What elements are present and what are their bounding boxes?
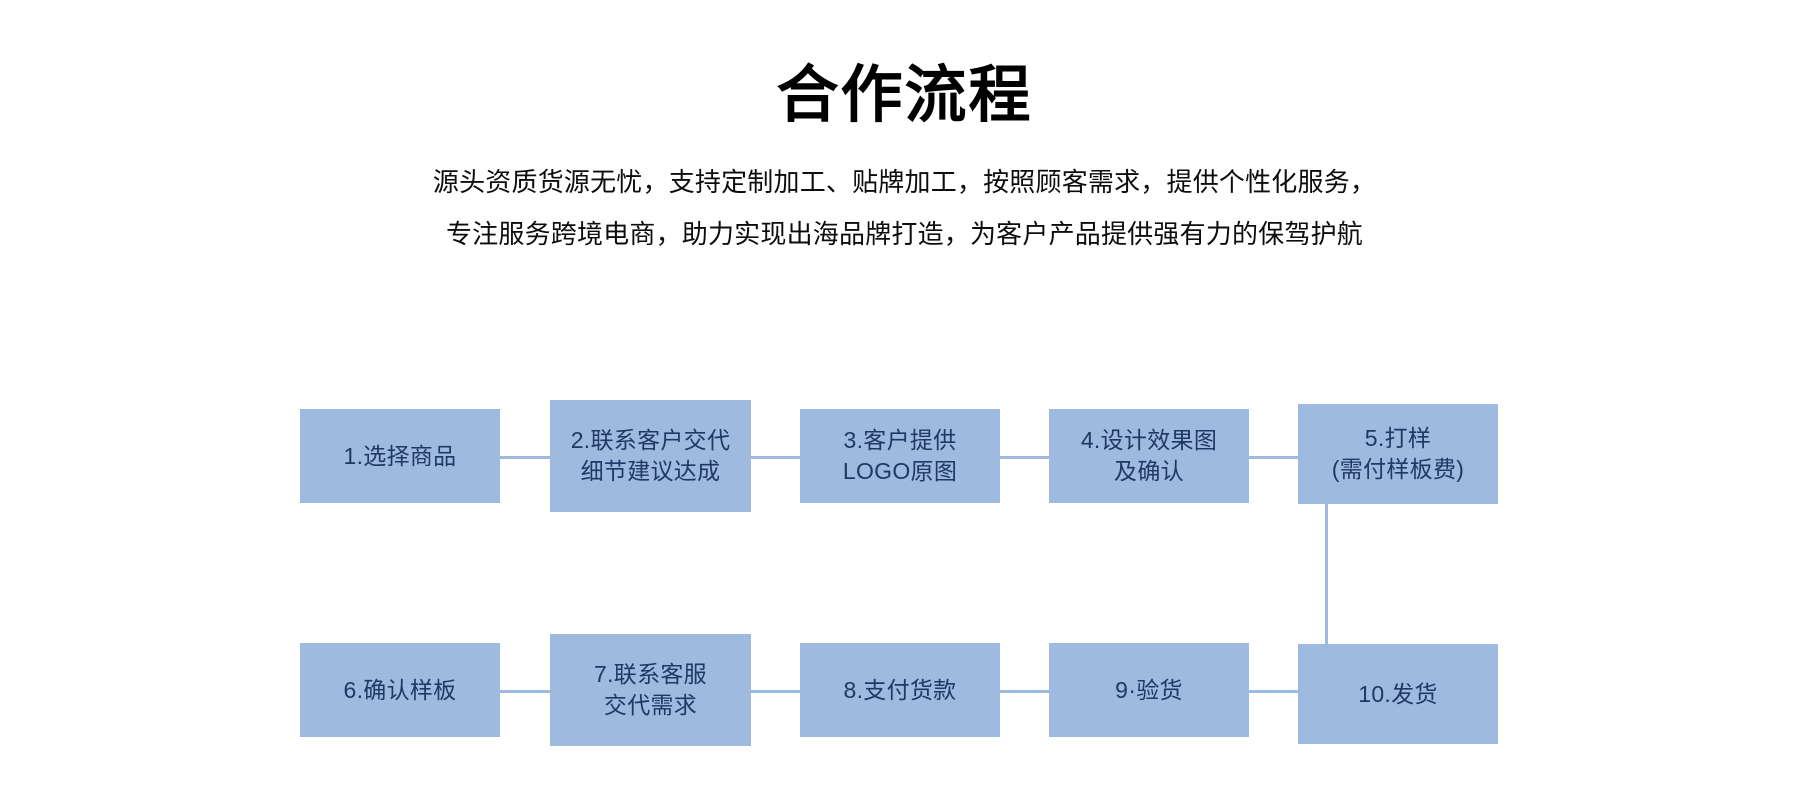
flow-node-step-2[interactable]: 2.联系客户交代 细节建议达成 (550, 400, 751, 512)
flow-node-line-1: 5.打样 (1364, 425, 1432, 451)
flow-node-step-3[interactable]: 3.客户提供 LOGO原图 (800, 409, 1000, 503)
subtitle-line-1: 源头资质货源无忧，支持定制加工、贴牌加工，按照顾客需求，提供个性化服务， (432, 167, 1377, 197)
flow-node-label: 10.发货 (1358, 680, 1438, 707)
flow-node-label: 2.联系客户交代 细节建议达成 (565, 425, 737, 487)
flow-node-step-8[interactable]: 8.支付货款 (800, 643, 1000, 737)
connector-7-8 (750, 690, 801, 693)
connector-9-10 (1248, 690, 1299, 693)
flow-node-line-1: 2.联系客户交代 (570, 427, 731, 453)
connector-6-7 (500, 690, 551, 693)
flow-node-line-2: 交代需求 (603, 692, 698, 718)
subtitle-line-2: 专注服务跨境电商，助力实现出海品牌打造，为客户产品提供强有力的保驾护航 (445, 219, 1363, 249)
connector-3-4 (999, 456, 1050, 459)
connector-1-2 (500, 456, 551, 459)
flow-node-step-5[interactable]: 5.打样 (需付样板费) (1298, 404, 1498, 504)
page-title: 合作流程 (776, 61, 1033, 130)
flow-node-label: 6.确认样板 (343, 676, 457, 703)
flow-node-step-4[interactable]: 4.设计效果图 及确认 (1049, 409, 1249, 503)
flow-node-step-6[interactable]: 6.确认样板 (300, 643, 500, 737)
flow-node-step-9[interactable]: 9·验货 (1049, 643, 1249, 737)
flow-node-label: 8.支付货款 (843, 676, 957, 703)
connector-8-9 (999, 690, 1050, 693)
flow-node-step-1[interactable]: 1.选择商品 (300, 409, 500, 503)
flow-node-label: 4.设计效果图 及确认 (1075, 425, 1223, 487)
connector-2-3 (750, 456, 801, 459)
flow-node-label: 7.联系客服 交代需求 (588, 659, 713, 721)
flow-node-label: 1.选择商品 (343, 442, 457, 469)
flow-node-line-1: 7.联系客服 (594, 661, 707, 687)
flow-node-line-2: (需付样板费) (1331, 456, 1465, 482)
flow-node-label: 9·验货 (1115, 676, 1183, 703)
flow-node-line-1: 3.客户提供 (843, 427, 957, 453)
flow-node-line-1: 4.设计效果图 (1080, 427, 1218, 453)
flow-node-label: 5.打样 (需付样板费) (1326, 423, 1470, 485)
flow-node-step-10[interactable]: 10.发货 (1298, 644, 1498, 744)
page-subtitle: 源头资质货源无忧，支持定制加工、贴牌加工，按照顾客需求，提供个性化服务， 专注服… (0, 156, 1809, 260)
connector-5-10 (1325, 504, 1328, 644)
flow-node-line-2: 细节建议达成 (580, 458, 721, 484)
page-header: 合作流程 源头资质货源无忧，支持定制加工、贴牌加工，按照顾客需求，提供个性化服务… (0, 0, 1809, 260)
connector-4-5 (1248, 456, 1299, 459)
flow-node-line-2: LOGO原图 (842, 458, 958, 484)
flow-node-step-7[interactable]: 7.联系客服 交代需求 (550, 634, 751, 746)
flow-node-label: 3.客户提供 LOGO原图 (837, 425, 963, 487)
flow-node-line-2: 及确认 (1114, 458, 1184, 484)
